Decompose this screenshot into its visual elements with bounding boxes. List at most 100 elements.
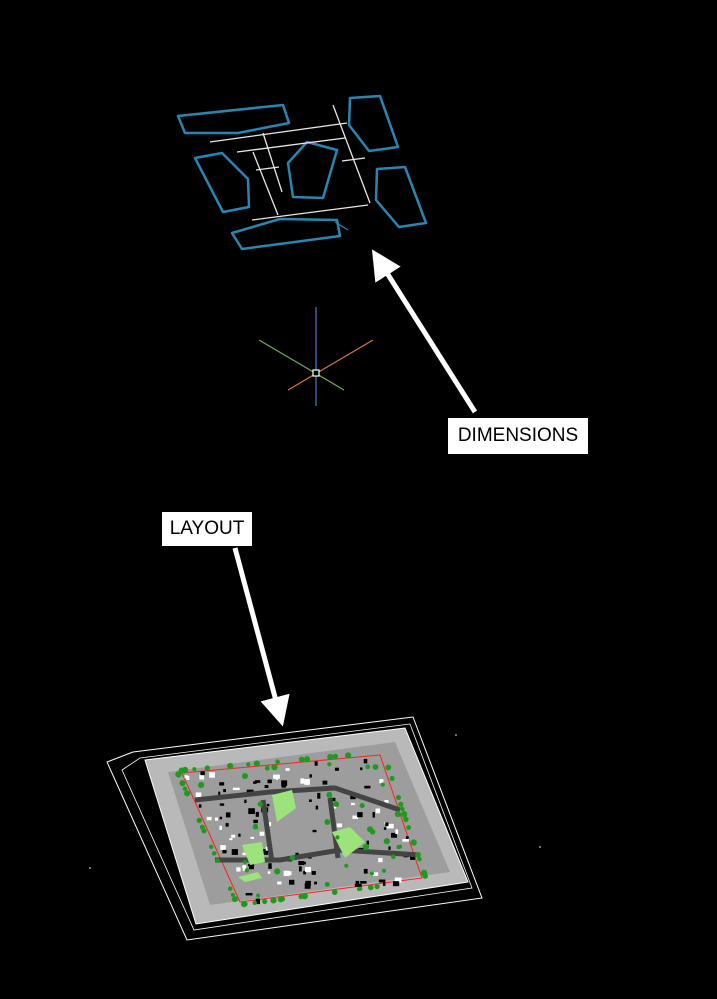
building-block xyxy=(289,879,295,885)
building-block xyxy=(375,808,381,814)
building-block xyxy=(273,774,280,779)
tree-symbol xyxy=(335,835,340,840)
building-block xyxy=(267,779,272,784)
building-block xyxy=(351,802,355,806)
tree-symbol xyxy=(197,818,202,824)
building-block xyxy=(219,816,223,820)
dimension-lines xyxy=(209,104,371,231)
building-block xyxy=(303,871,307,875)
tree-symbol xyxy=(380,782,385,787)
building-block xyxy=(219,803,225,806)
building-block xyxy=(355,880,360,885)
building-block xyxy=(261,849,269,855)
tree-symbol xyxy=(331,889,338,895)
building-block xyxy=(391,832,397,838)
tree-symbol xyxy=(257,801,263,807)
building-outline xyxy=(230,217,342,251)
tree-symbol xyxy=(400,806,405,812)
building-block xyxy=(363,758,368,764)
building-block xyxy=(219,825,223,830)
tree-symbol xyxy=(278,896,284,903)
building-block xyxy=(378,879,386,883)
tree-symbol xyxy=(369,871,374,876)
tree-symbol xyxy=(262,898,268,905)
building-block xyxy=(383,827,387,830)
building-outline xyxy=(347,94,400,153)
tree-symbol xyxy=(274,868,281,875)
building-block xyxy=(253,819,258,824)
building-block xyxy=(304,779,310,785)
green-area xyxy=(238,872,262,882)
tree-symbol xyxy=(182,786,188,791)
tree-symbol xyxy=(333,801,340,808)
tree-symbol xyxy=(252,900,257,906)
building-block xyxy=(402,838,409,842)
building-block xyxy=(214,817,219,821)
green-area xyxy=(332,827,365,858)
tree-symbol xyxy=(391,854,396,860)
building-block xyxy=(352,815,359,819)
building-block xyxy=(231,849,238,855)
tree-symbol xyxy=(324,881,330,887)
tree-symbol xyxy=(215,858,220,864)
tree-symbol xyxy=(395,794,402,800)
building-block xyxy=(322,780,328,785)
building-block xyxy=(266,803,270,807)
building-block xyxy=(200,771,205,776)
tree-symbol xyxy=(179,780,186,787)
building-block xyxy=(379,779,384,784)
tree-symbol xyxy=(385,764,392,771)
tree-symbol xyxy=(417,856,422,862)
building-block xyxy=(281,784,286,788)
building-block xyxy=(285,768,290,771)
building-block xyxy=(199,774,205,780)
tree-symbol xyxy=(227,762,234,770)
building-block xyxy=(311,871,316,875)
building-block xyxy=(360,767,363,771)
tree-symbol xyxy=(256,893,261,898)
dimensions-label: DIMENSIONS xyxy=(448,418,588,454)
building-block xyxy=(305,880,311,887)
building-block xyxy=(395,829,399,835)
building-block xyxy=(225,812,231,818)
tree-symbol xyxy=(289,855,295,861)
tree-symbol xyxy=(400,810,408,818)
layout-label: LAYOUT xyxy=(162,512,252,546)
tree-symbol xyxy=(398,801,404,807)
tree-symbol xyxy=(231,896,238,903)
building-block xyxy=(255,898,261,905)
tree-symbol xyxy=(241,772,249,780)
tree-symbol xyxy=(362,843,370,851)
building-block xyxy=(300,778,305,784)
building-block xyxy=(236,867,241,872)
building-block xyxy=(223,789,226,793)
tree-symbol xyxy=(199,824,205,830)
building-outline xyxy=(193,151,251,214)
building-outline xyxy=(286,140,339,200)
stray-point xyxy=(539,846,541,848)
building-block xyxy=(366,840,369,845)
building-block xyxy=(222,849,227,854)
building-block xyxy=(360,881,367,884)
building-block xyxy=(281,780,288,786)
building-block xyxy=(314,881,317,885)
tree-symbol xyxy=(264,765,270,771)
building-block xyxy=(259,831,265,836)
building-block xyxy=(317,792,321,799)
building-block xyxy=(305,866,311,873)
tree-symbol xyxy=(344,863,349,868)
tree-symbol xyxy=(246,762,251,767)
tree-symbol xyxy=(175,771,182,778)
building-block xyxy=(364,785,371,789)
tree-symbol xyxy=(198,781,205,788)
building-block xyxy=(242,865,247,871)
building-block xyxy=(206,816,212,821)
tree-symbol xyxy=(209,844,214,850)
tree-symbol xyxy=(275,759,280,764)
building-block xyxy=(225,823,229,827)
tree-symbol xyxy=(253,760,260,767)
building-block xyxy=(315,805,319,810)
stray-point xyxy=(455,734,457,736)
building-block xyxy=(298,861,305,866)
